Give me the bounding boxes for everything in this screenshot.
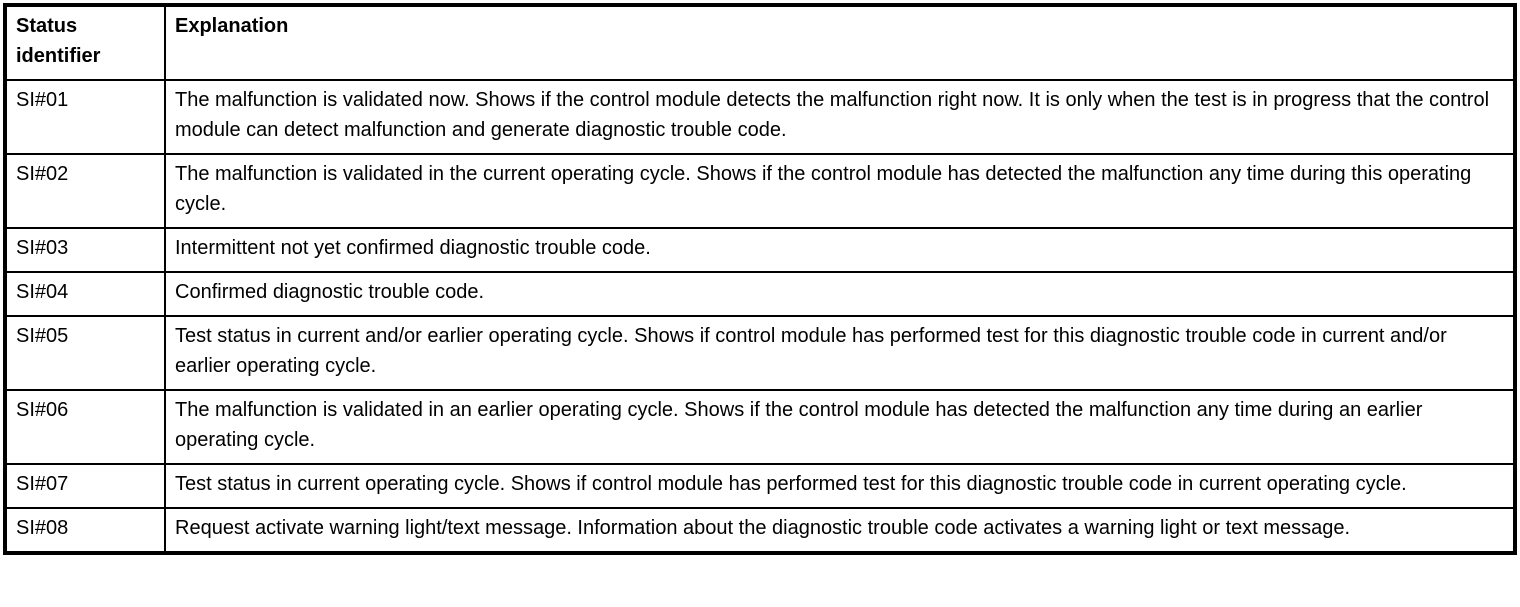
explanation-cell: Test status in current operating cycle. … bbox=[164, 463, 1516, 509]
table-header: Status identifier Explanation bbox=[4, 4, 1516, 81]
status-identifier-cell: SI#05 bbox=[4, 315, 166, 391]
status-identifier-cell: SI#08 bbox=[4, 507, 166, 554]
column-header-status-identifier: Status identifier bbox=[4, 4, 166, 81]
explanation-cell: Request activate warning light/text mess… bbox=[164, 507, 1516, 554]
status-identifier-cell: SI#01 bbox=[4, 79, 166, 155]
explanation-cell: The malfunction is validated in an earli… bbox=[164, 389, 1516, 465]
status-identifier-cell: SI#03 bbox=[4, 227, 166, 273]
explanation-cell: The malfunction is validated now. Shows … bbox=[164, 79, 1516, 155]
status-identifier-cell: SI#07 bbox=[4, 463, 166, 509]
header-row: Status identifier Explanation bbox=[4, 4, 1516, 81]
status-identifier-cell: SI#06 bbox=[4, 389, 166, 465]
status-identifier-cell: SI#02 bbox=[4, 153, 166, 229]
explanation-cell: Intermittent not yet confirmed diagnosti… bbox=[164, 227, 1516, 273]
explanation-cell: Test status in current and/or earlier op… bbox=[164, 315, 1516, 391]
status-identifier-cell: SI#04 bbox=[4, 271, 166, 317]
explanation-cell: Confirmed diagnostic trouble code. bbox=[164, 271, 1516, 317]
column-header-explanation: Explanation bbox=[164, 4, 1516, 81]
explanation-cell: The malfunction is validated in the curr… bbox=[164, 153, 1516, 229]
